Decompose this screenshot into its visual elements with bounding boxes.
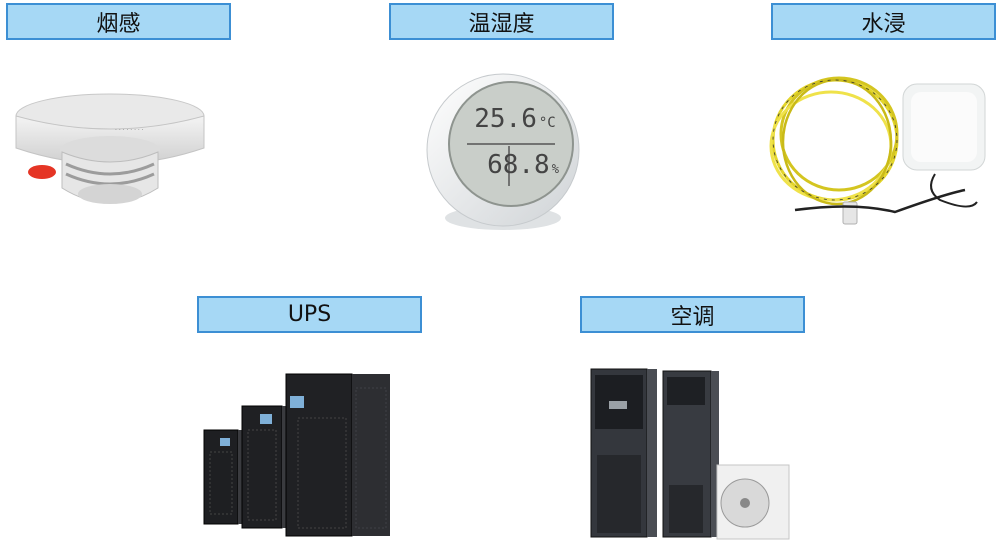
ups-cabinets-image bbox=[200, 368, 395, 540]
label-water-leak: 水浸 bbox=[771, 3, 996, 40]
label-ups: UPS bbox=[197, 296, 422, 333]
temperature-readout: 25.6 °C bbox=[470, 104, 560, 134]
humidity-unit: % bbox=[551, 162, 559, 176]
label-smoke: 烟感 bbox=[6, 3, 231, 40]
temperature-unit: °C bbox=[538, 115, 556, 131]
water-leak-sensor-image bbox=[765, 62, 990, 234]
humidity-readout: 68.8 % bbox=[480, 150, 566, 180]
smoke-detector-image: · · · · · · · · bbox=[10, 80, 210, 220]
label-temp-humidity: 温湿度 bbox=[389, 3, 614, 40]
temperature-value: 25.6 bbox=[474, 104, 537, 134]
humidity-value: 68.8 bbox=[487, 150, 550, 180]
thermo-hygrometer-image bbox=[415, 72, 590, 234]
svg-text:· · · · · · · ·: · · · · · · · · bbox=[115, 127, 144, 134]
air-conditioner-image bbox=[585, 365, 795, 545]
label-aircon: 空调 bbox=[580, 296, 805, 333]
